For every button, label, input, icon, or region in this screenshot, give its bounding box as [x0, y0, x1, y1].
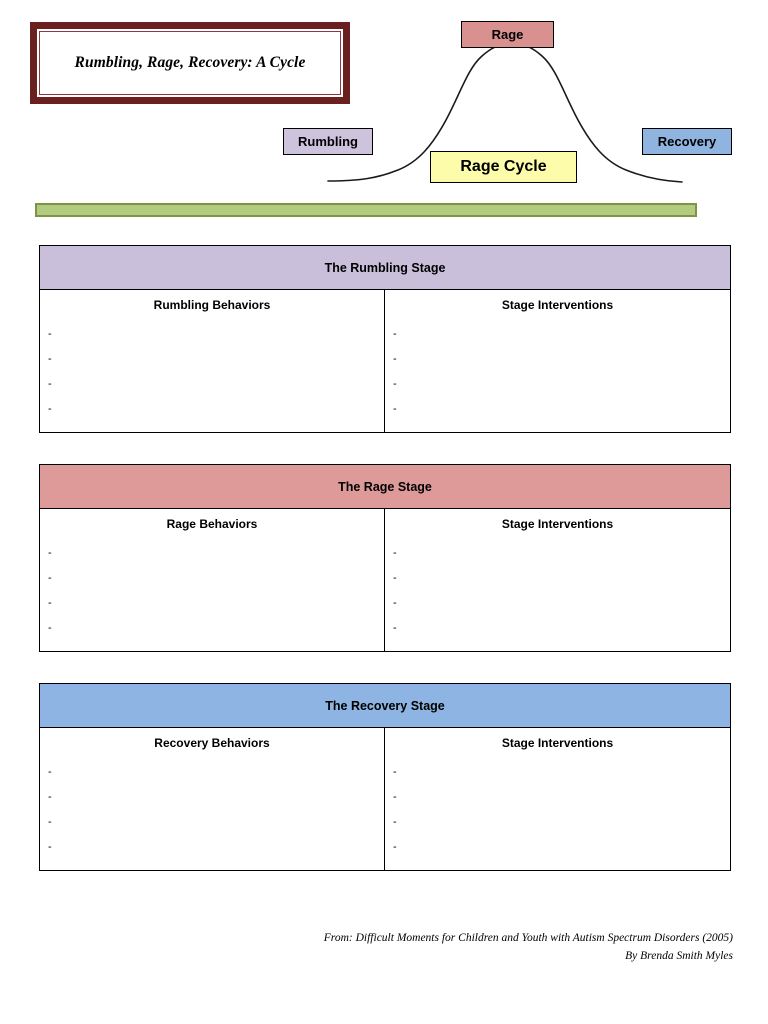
list-item[interactable]: - — [393, 622, 397, 634]
stage-header-rumbling: The Rumbling Stage — [40, 246, 730, 290]
stage-header-rage: The Rage Stage — [40, 465, 730, 509]
stage-table-rage: The Rage Stage Rage Behaviors - - - - St… — [39, 464, 731, 652]
curve-label-rage: Rage — [461, 21, 554, 48]
stage-table-rumbling: The Rumbling Stage Rumbling Behaviors - … — [39, 245, 731, 433]
list-item[interactable]: - — [393, 378, 397, 390]
list-item[interactable]: - — [393, 547, 397, 559]
list-item[interactable]: - — [393, 766, 397, 778]
page-title: Rumbling, Rage, Recovery: A Cycle — [74, 54, 306, 71]
curve-label-recovery: Recovery — [642, 128, 732, 155]
stage-body-rage: Rage Behaviors - - - - Stage Interventio… — [40, 509, 730, 651]
list-item[interactable]: - — [393, 791, 397, 803]
column-title-behaviors: Recovery Behaviors — [154, 736, 270, 750]
list-item[interactable]: - — [48, 328, 52, 340]
stage-body-recovery: Recovery Behaviors - - - - Stage Interve… — [40, 728, 730, 870]
stage-header-recovery: The Recovery Stage — [40, 684, 730, 728]
column-title-behaviors: Rumbling Behaviors — [153, 298, 271, 312]
behaviors-list-rumbling: - - - - — [40, 328, 384, 428]
worksheet-title-box: Rumbling, Rage, Recovery: A Cycle — [30, 22, 350, 104]
column-title-interventions: Stage Interventions — [501, 736, 614, 750]
list-item[interactable]: - — [393, 328, 397, 340]
list-item[interactable]: - — [393, 403, 397, 415]
list-item[interactable]: - — [48, 547, 52, 559]
curve-label-rage-cycle: Rage Cycle — [430, 151, 577, 183]
column-title-interventions: Stage Interventions — [501, 517, 614, 531]
section-divider-bar — [35, 203, 697, 217]
list-item[interactable]: - — [48, 622, 52, 634]
list-item[interactable]: - — [48, 816, 52, 828]
source-attribution: From: Difficult Moments for Children and… — [0, 930, 733, 966]
behaviors-list-recovery: - - - - — [40, 766, 384, 866]
list-item[interactable]: - — [393, 816, 397, 828]
list-item[interactable]: - — [48, 841, 52, 853]
behaviors-column-rage: Rage Behaviors - - - - — [40, 509, 385, 651]
column-title-behaviors: Rage Behaviors — [166, 517, 258, 531]
list-item[interactable]: - — [48, 597, 52, 609]
list-item[interactable]: - — [48, 791, 52, 803]
title-inner-frame: Rumbling, Rage, Recovery: A Cycle — [39, 31, 341, 95]
attribution-line-source: From: Difficult Moments for Children and… — [323, 932, 733, 944]
attribution-line-author: By Brenda Smith Myles — [625, 949, 733, 962]
list-item[interactable]: - — [393, 841, 397, 853]
interventions-list-rumbling: - - - - — [385, 328, 730, 428]
list-item[interactable]: - — [48, 403, 52, 415]
interventions-column-rage: Stage Interventions - - - - — [385, 509, 730, 651]
list-item[interactable]: - — [48, 378, 52, 390]
behaviors-column-rumbling: Rumbling Behaviors - - - - — [40, 290, 385, 432]
behaviors-list-rage: - - - - — [40, 547, 384, 647]
list-item[interactable]: - — [393, 572, 397, 584]
list-item[interactable]: - — [48, 353, 52, 365]
interventions-column-recovery: Stage Interventions - - - - — [385, 728, 730, 870]
stage-body-rumbling: Rumbling Behaviors - - - - Stage Interve… — [40, 290, 730, 432]
list-item[interactable]: - — [393, 353, 397, 365]
interventions-list-recovery: - - - - — [385, 766, 730, 866]
column-title-interventions: Stage Interventions — [501, 298, 614, 312]
interventions-list-rage: - - - - — [385, 547, 730, 647]
curve-label-rumbling: Rumbling — [283, 128, 373, 155]
list-item[interactable]: - — [48, 766, 52, 778]
behaviors-column-recovery: Recovery Behaviors - - - - — [40, 728, 385, 870]
list-item[interactable]: - — [393, 597, 397, 609]
interventions-column-rumbling: Stage Interventions - - - - — [385, 290, 730, 432]
list-item[interactable]: - — [48, 572, 52, 584]
stage-table-recovery: The Recovery Stage Recovery Behaviors - … — [39, 683, 731, 871]
